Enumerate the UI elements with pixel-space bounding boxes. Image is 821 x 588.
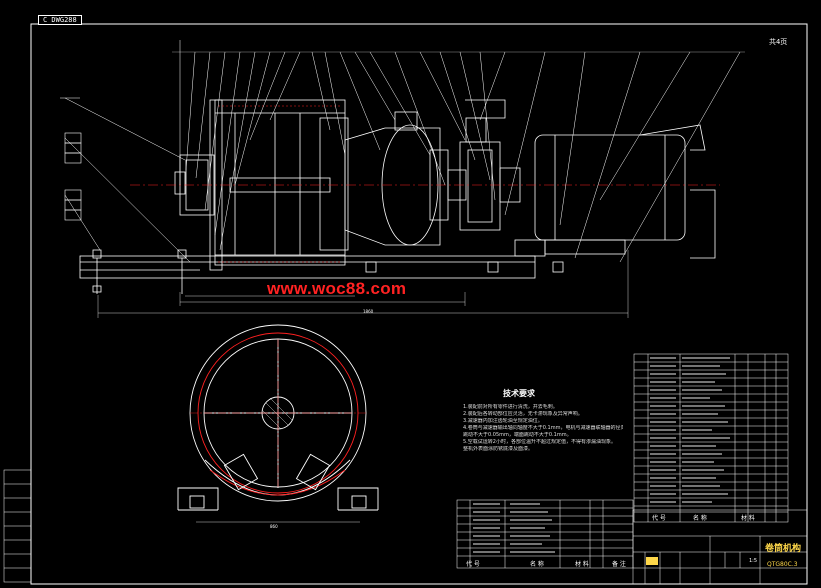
tech-note: 1.装配前对所有零件进行清洗，并去毛刺。 (463, 404, 558, 410)
parts-list-name-header: 名 称 (693, 515, 707, 522)
drawing-scale: 1:5 (749, 558, 758, 564)
support-cradle (204, 459, 351, 496)
technical-requirements-notes: 1.装配前对所有零件进行清洗，并去毛刺。 2.装配后各转动部位应灵活，无卡滞现象… (463, 404, 623, 453)
parts-list-material-header: 材 料 (741, 515, 755, 522)
tech-note: 3.减速器内加注齿轮油至规定油位。 (463, 418, 543, 424)
base-frame (79, 255, 536, 279)
motor-feet (544, 239, 626, 255)
bom-remark-header: 备 注 (612, 561, 626, 568)
drawing-number: QTG80C.3 (767, 561, 798, 568)
support-right (337, 487, 379, 510)
support-left (177, 487, 219, 510)
tech-note: 4.卷筒与减速器输出轴同轴度不大于0.1mm，电机与减速器联轴器的径向 (463, 425, 623, 431)
drawing-code-tag: C DWG288 (38, 15, 82, 25)
tech-note: 整机外表面涂防锈底漆及面漆。 (463, 446, 534, 452)
dimension-total-length: 1860 (363, 309, 374, 314)
drum-body (214, 99, 346, 266)
parts-list-table (633, 353, 789, 523)
bom-code-header: 代 号 (466, 561, 480, 568)
lower-bom-illegible-text (473, 503, 555, 553)
motor-dim-bracket (690, 189, 716, 259)
tech-note: 5.空载试运转2小时，各部位温升不超过规定值，不得有渗漏油现象。 (463, 439, 616, 445)
watermark-text: www.woc88.com (267, 279, 407, 298)
reducer-body (344, 127, 441, 246)
part-balloons-left (60, 97, 82, 221)
dimension-lines (97, 250, 629, 318)
tech-note: 跳动不大于0.05mm，端面跳动不大于0.1mm。 (463, 432, 572, 438)
motor-fan-cover (639, 124, 706, 151)
bom-material-header: 材 料 (575, 561, 589, 568)
drum-flange-right (319, 117, 349, 251)
leader-lines (64, 40, 741, 263)
drum-section-hatch (218, 105, 342, 263)
drum-end-view (177, 324, 379, 523)
side-elevation-view (79, 99, 716, 294)
lower-bom-table (456, 499, 634, 569)
drawing-title: 卷筒机构 (765, 544, 802, 554)
technical-requirements-title: 技术要求 (503, 389, 535, 398)
bom-name-header: 名 称 (530, 561, 544, 568)
parts-list-code-header: 代 号 (652, 515, 666, 522)
tech-note: 2.装配后各转动部位应灵活，无卡滞现象及异常声响。 (463, 411, 583, 417)
foundation-bolts (92, 249, 564, 294)
dimension-bottom-width: 860 (270, 524, 278, 529)
outer-frame (30, 23, 808, 585)
parts-list-illegible-text (650, 357, 730, 503)
sheet-count: 共4页 (769, 38, 788, 46)
title-block (632, 509, 808, 585)
left-revision-strip (3, 469, 32, 583)
